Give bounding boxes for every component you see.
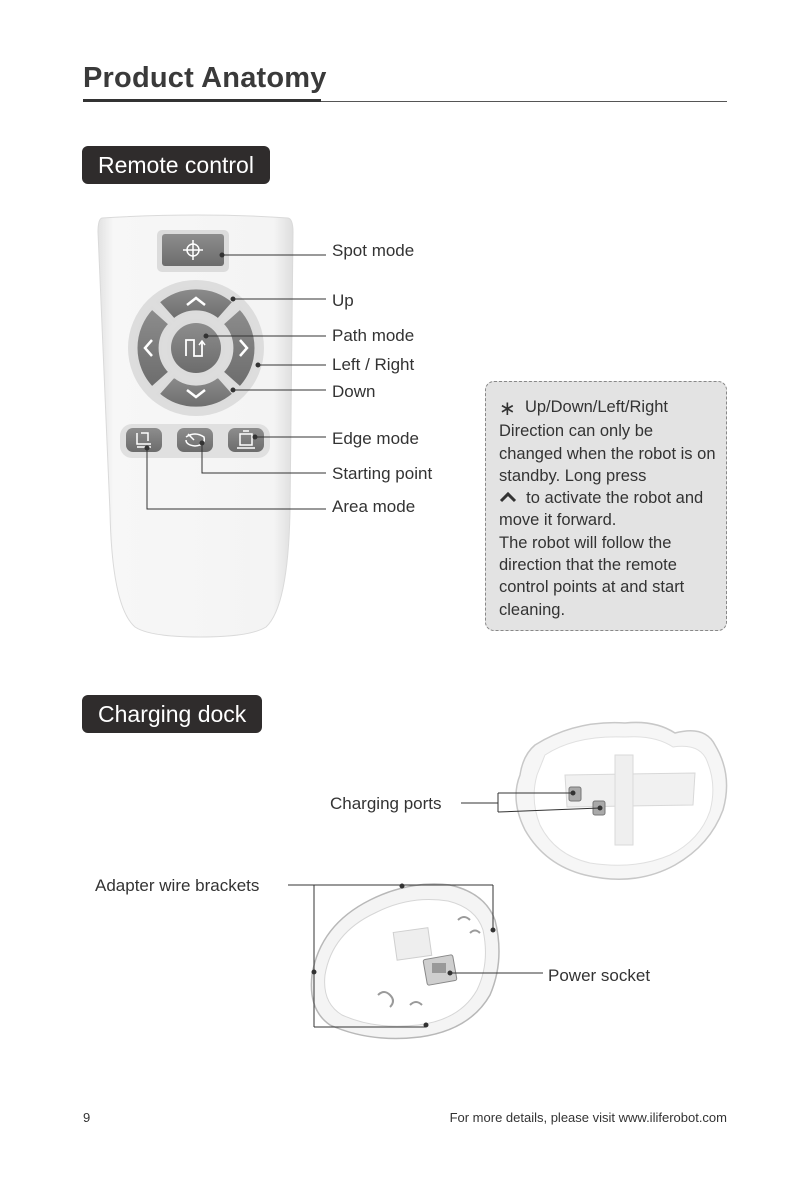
remote-heading: Remote control xyxy=(82,146,270,184)
right-button[interactable] xyxy=(219,305,258,391)
note-line-3: to activate the robot and move it forwar… xyxy=(499,489,704,530)
asterisk-icon: ∗ xyxy=(499,398,516,420)
label-adapter-wire-brackets: Adapter wire brackets xyxy=(95,876,260,895)
down-button[interactable] xyxy=(155,373,237,410)
spot-button[interactable] xyxy=(157,230,229,272)
left-button[interactable] xyxy=(134,305,173,391)
usage-note: ∗ Up/Down/Left/Right Direction can only … xyxy=(485,381,727,631)
edge-icon xyxy=(237,430,255,449)
label-path-mode: Path mode xyxy=(332,326,415,345)
power-socket xyxy=(422,954,458,986)
label-up: Up xyxy=(332,291,354,310)
title-rule xyxy=(83,101,727,102)
label-power-socket: Power socket xyxy=(548,966,651,985)
chevron-up-icon xyxy=(186,296,206,306)
label-starting-point: Starting point xyxy=(332,464,433,483)
note-line-1: Up/Down/Left/Right xyxy=(524,398,669,416)
chevron-left-icon xyxy=(143,339,153,357)
label-down: Down xyxy=(332,382,376,401)
dock-bottom-illustration xyxy=(310,883,500,1040)
label-edge-mode: Edge mode xyxy=(332,429,419,448)
title-underline xyxy=(83,99,321,102)
page-title: Product Anatomy xyxy=(83,62,327,94)
path-icon xyxy=(185,339,206,357)
up-button[interactable] xyxy=(155,286,237,323)
label-area-mode: Area mode xyxy=(332,497,416,516)
chevron-right-icon xyxy=(239,339,249,357)
dock-heading: Charging dock xyxy=(82,695,263,733)
page-number: 9 xyxy=(83,1110,91,1125)
label-charging-ports: Charging ports xyxy=(330,794,442,813)
label-spot-mode: Spot mode xyxy=(332,241,415,260)
chevron-down-icon xyxy=(186,389,206,399)
chevron-up-icon xyxy=(499,492,517,503)
footer-website: For more details, please visit www.ilife… xyxy=(449,1110,727,1125)
label-left-right: Left / Right xyxy=(332,355,415,374)
dock-top-illustration xyxy=(515,721,728,880)
edge-button[interactable] xyxy=(228,428,264,452)
crosshair-icon xyxy=(183,240,203,260)
note-line-2: Direction can only be changed when the r… xyxy=(499,422,716,485)
note-line-4: The robot will follow the direction that… xyxy=(499,533,685,619)
